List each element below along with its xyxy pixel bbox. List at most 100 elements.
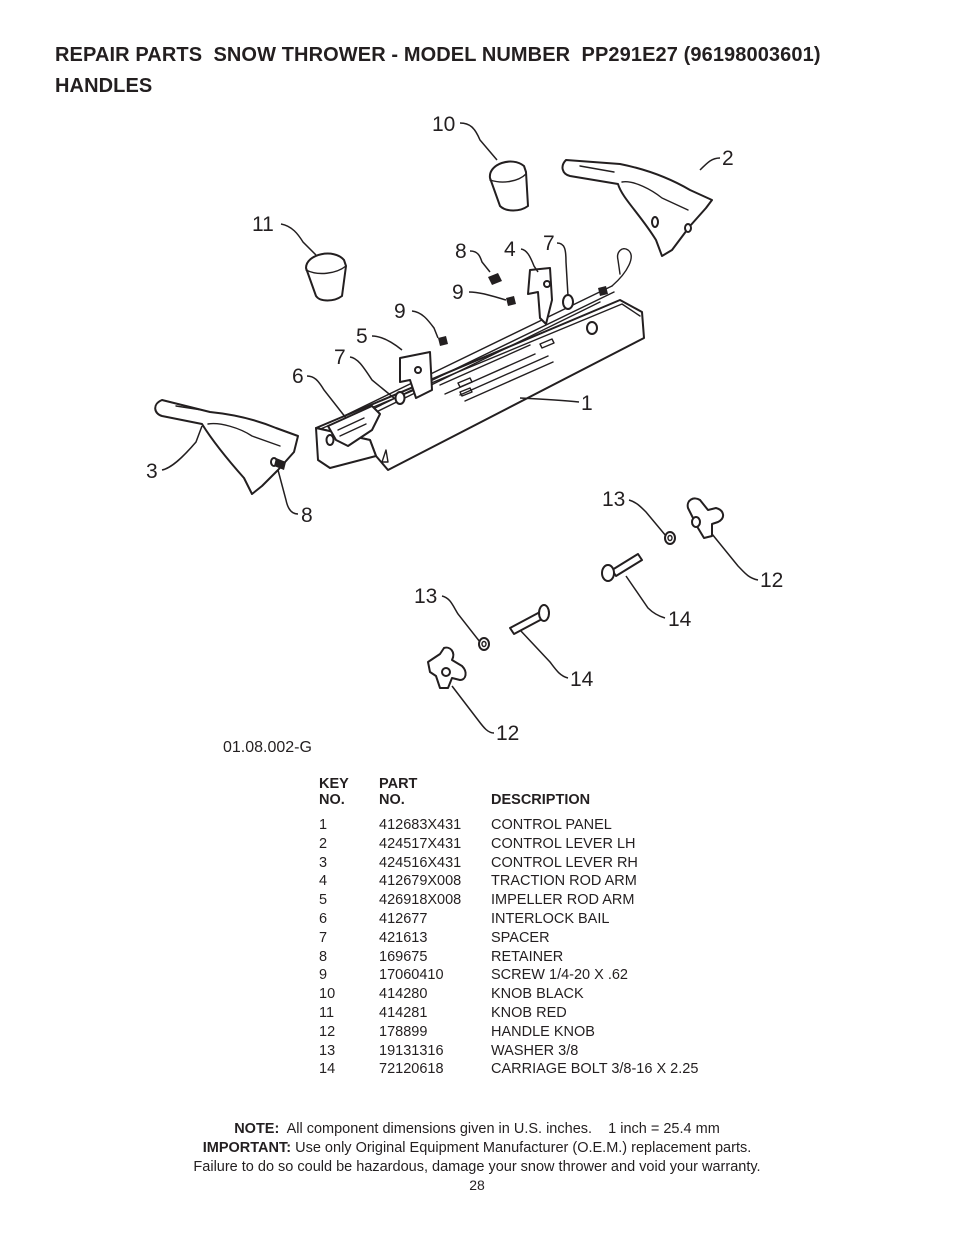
table-row: 6 412677 INTERLOCK BAIL [319,910,698,929]
cell-key-no: 2 [319,835,328,852]
cell-key-no: 11 [319,1004,335,1021]
callout-4: 4 [504,238,516,261]
header-part-no: PART NO. [379,776,418,808]
callout-8-top: 8 [455,240,467,263]
cell-part-no: 169675 [379,948,428,965]
callout-14-right: 14 [668,608,692,631]
table-row: 12 178899 HANDLE KNOB [319,1023,698,1042]
washer-left-illustration [478,637,490,651]
cell-part-no: 424517X431 [379,835,462,852]
knob-black-illustration [488,160,529,212]
warning-line: Failure to do so could be hazardous, dam… [193,1159,761,1175]
cell-key-no: 9 [319,967,328,984]
callout-7-left: 7 [334,346,346,369]
important-line: IMPORTANT: Use only Original Equipment M… [202,1140,752,1156]
carriage-bolt-left-illustration [509,604,550,635]
table-row: 2 424517X431 CONTROL LEVER LH [319,835,698,854]
cell-description: WASHER 3/8 [491,1042,579,1059]
header-key-no: KEY NO. [319,776,349,808]
cell-description: KNOB RED [491,1004,567,1021]
knob-red-illustration [305,252,347,302]
cell-description: CONTROL PANEL [491,817,612,833]
cell-part-no: 19131316 [379,1042,444,1059]
exploded-parts-diagram: 10 2 11 8 4 7 9 9 5 7 6 1 3 13 8 12 13 1… [146,113,783,745]
cell-description: IMPELLER ROD ARM [491,892,635,909]
cell-part-no: 426918X008 [379,892,462,909]
callout-9-left: 9 [394,300,406,323]
callout-12-left: 12 [496,722,519,745]
table-header-row: KEY NO. PART NO. DESCRIPTION [319,776,698,816]
washer-right-illustration [664,531,676,545]
callout-7-top: 7 [543,232,555,255]
cell-key-no: 4 [319,873,328,890]
callout-3: 3 [146,460,158,483]
table-row: 8 169675 RETAINER [319,948,698,967]
cell-key-no: 8 [319,948,328,965]
page-title: REPAIR PARTS SNOW THROWER - MODEL NUMBER… [55,40,821,102]
callout-9-right: 9 [452,281,464,304]
page-number: 28 [469,1177,485,1193]
table-row: 4 412679X008 TRACTION ROD ARM [319,872,698,891]
table-row: 10 414280 KNOB BLACK [319,985,698,1004]
handle-knob-right-illustration [686,497,724,539]
cell-key-no: 10 [319,986,336,1003]
parts-table: KEY NO. PART NO. DESCRIPTION 1 412683X431… [319,776,698,1079]
cell-description: CONTROL LEVER LH [491,835,636,852]
table-row: 14 72120618 CARRIAGE BOLT 3/8-16 X 2.25 [319,1060,698,1079]
cell-description: KNOB BLACK [491,986,584,1003]
cell-description: INTERLOCK BAIL [491,910,610,927]
callout-10: 10 [432,113,455,136]
cell-description: CARRIAGE BOLT 3/8-16 X 2.25 [491,1061,699,1078]
callout-1: 1 [581,392,593,415]
footer-notes: NOTE: All component dimensions given in … [0,1120,954,1177]
control-lever-lh-illustration [561,159,713,257]
title-line-2: HANDLES [55,75,153,97]
cell-part-no: 72120618 [379,1061,444,1078]
cell-part-no: 178899 [379,1023,428,1040]
cell-description: HANDLE KNOB [491,1023,595,1040]
cell-description: TRACTION ROD ARM [491,873,637,890]
cell-key-no: 6 [319,910,328,927]
callout-14-left: 14 [570,668,594,691]
table-row: 7 421613 SPACER [319,929,698,948]
cell-part-no: 17060410 [379,967,444,984]
cell-part-no: 412677 [379,910,428,927]
cell-key-no: 13 [319,1042,336,1059]
cell-part-no: 424516X431 [379,854,462,871]
callout-labels: 10 2 11 8 4 7 9 9 5 7 6 1 3 13 8 12 13 1… [146,113,783,745]
cell-key-no: 12 [319,1023,336,1040]
callout-12-right: 12 [760,569,783,592]
control-panel-illustration [315,248,645,471]
header-description: DESCRIPTION [491,792,591,808]
cell-part-no: 412683X431 [379,817,462,833]
cell-key-no: 5 [319,892,328,909]
callout-6: 6 [292,365,304,388]
callout-11: 11 [252,213,274,236]
carriage-bolt-right-illustration [601,553,643,582]
cell-part-no: 414280 [379,986,428,1003]
cell-key-no: 1 [319,817,328,833]
callout-2: 2 [722,147,734,170]
table-row: 13 19131316 WASHER 3/8 [319,1042,698,1061]
table-row: 1 412683X431 CONTROL PANEL [319,816,698,835]
cell-part-no: 421613 [379,929,428,946]
title-line-1: REPAIR PARTS SNOW THROWER - MODEL NUMBER… [55,44,821,66]
cell-description: SPACER [491,929,550,946]
leader-lines [161,122,759,734]
callout-8-bottom: 8 [301,504,313,527]
table-row: 5 426918X008 IMPELLER ROD ARM [319,891,698,910]
cell-part-no: 412679X008 [379,873,462,890]
callout-13-right: 13 [602,488,625,511]
cell-description: RETAINER [491,948,564,965]
cell-description: CONTROL LEVER RH [491,854,638,871]
cell-key-no: 7 [319,929,328,946]
cell-key-no: 14 [319,1061,336,1078]
control-lever-rh-illustration [154,399,299,495]
callout-5: 5 [356,325,368,348]
note-line: NOTE: All component dimensions given in … [234,1121,720,1137]
drawing-code: 01.08.002-G [223,739,312,756]
